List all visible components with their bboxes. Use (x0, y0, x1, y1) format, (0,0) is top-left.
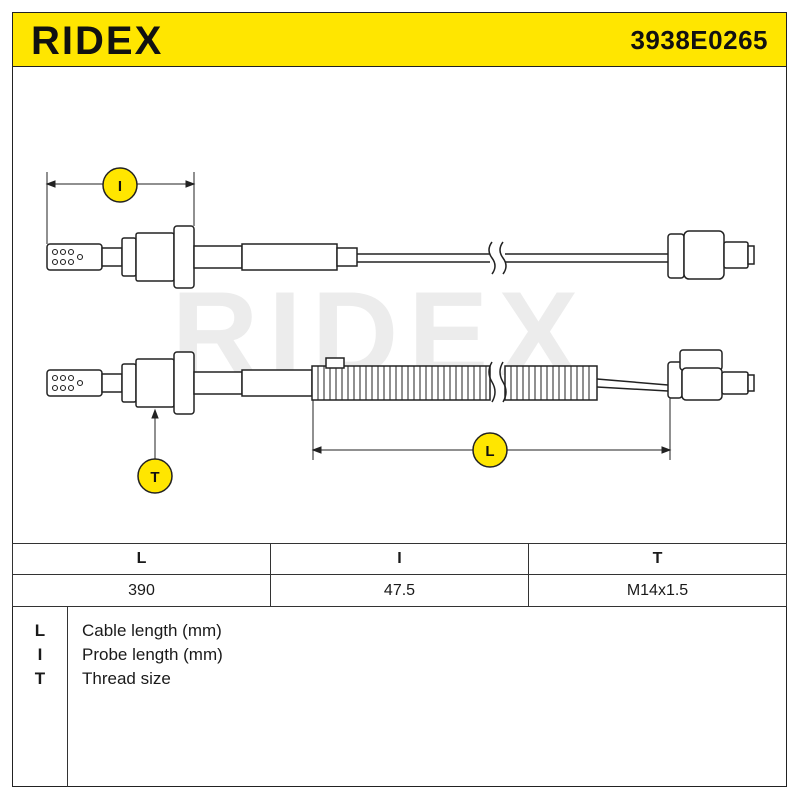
legend-row-probe: I Probe length (mm) (12, 645, 787, 669)
crimp (336, 247, 358, 267)
badge-cable (472, 432, 508, 468)
connector-plug (723, 241, 749, 269)
badge-thread (137, 458, 173, 494)
dimension-thread (151, 408, 159, 460)
sensor-side-view (46, 349, 755, 415)
logo-text: RIDEX (31, 20, 163, 60)
badge-probe (102, 167, 138, 203)
badge-thread-label: T (150, 469, 159, 486)
badge-cable-label: L (485, 443, 494, 460)
body-sleeve (193, 245, 243, 269)
spec-value-probe: 47.5 (270, 574, 529, 607)
legend-text: Probe length (mm) (82, 645, 223, 664)
badge-probe-label: I (118, 178, 122, 195)
protective-sleeve (311, 365, 491, 401)
body-tube (241, 243, 338, 271)
connector-clip (667, 233, 685, 279)
spec-header-thread: T (528, 543, 787, 575)
probe-shoulder (121, 237, 137, 277)
probe-tip-side (46, 369, 103, 397)
spec-header-probe: I (270, 543, 529, 575)
spec-value-cable: 390 (12, 574, 271, 607)
connector-housing (683, 230, 725, 280)
legend-symbol: T (34, 669, 46, 688)
legend-symbol: L (34, 621, 46, 640)
legend-symbol: I (37, 645, 43, 664)
legend-text: Thread size (82, 669, 171, 688)
probe-neck (101, 247, 123, 267)
spec-table: L I T 390 47.5 M14x1.5 (12, 543, 787, 607)
ridex-logo: RIDEX (31, 20, 163, 60)
legend-divider (67, 607, 69, 787)
thread-body (135, 232, 175, 282)
spec-header-cable: L (12, 543, 271, 575)
legend-row-thread: T Thread size (12, 669, 787, 693)
sleeve-clip (325, 357, 345, 369)
sensor-top-view (46, 225, 755, 289)
hex-nut (173, 225, 195, 289)
part-number: 3938E0265 (630, 25, 768, 55)
legend-row-cable: L Cable length (mm) (12, 621, 787, 645)
connector-latch (679, 349, 723, 371)
spec-value-row: 390 47.5 M14x1.5 (12, 574, 787, 607)
header-bar: RIDEX 3938E0265 (12, 12, 787, 67)
probe-tip (46, 243, 103, 271)
spec-value-thread: M14x1.5 (528, 574, 787, 607)
legend-text: Cable length (mm) (82, 621, 222, 640)
spec-header-row: L I T (12, 543, 787, 575)
legend: L Cable length (mm) I Probe length (mm) … (12, 606, 787, 787)
